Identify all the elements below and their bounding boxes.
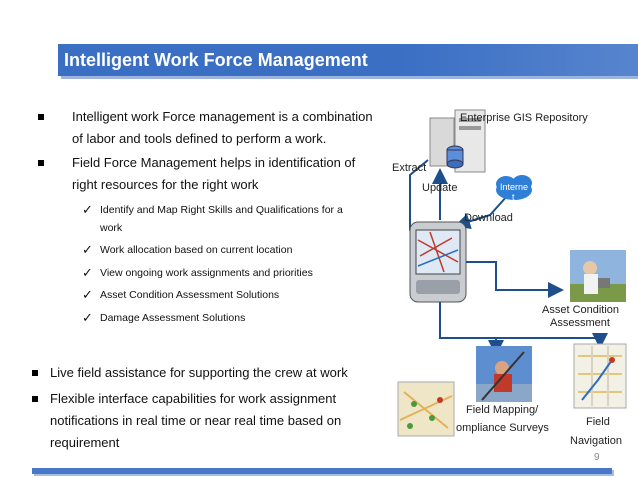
- sub-bullet-text: Identify and Map Right Skills and Qualif…: [100, 204, 343, 216]
- sub-bullet-text: Work allocation based on current locatio…: [100, 244, 293, 256]
- bullet-item: Intelligent work Force management is a c…: [38, 106, 398, 150]
- sub-bullet-item: ✓ Damage Assessment Solutions: [82, 308, 382, 328]
- repository-label: Enterprise GIS Repository: [460, 112, 588, 124]
- bullet-item: Field Force Management helps in identifi…: [38, 152, 398, 196]
- sub-bullet-item: ✓ Identify and Map Right Skills and Qual…: [82, 200, 382, 240]
- slide-title: Intelligent Work Force Management: [64, 50, 368, 70]
- bullet-marker: [32, 396, 38, 402]
- slide-title-bar: Intelligent Work Force Management: [58, 44, 638, 76]
- field-worker-photo: [476, 346, 532, 402]
- sub-bullet-item: ✓ View ongoing work assignments and prio…: [82, 263, 382, 283]
- bullet-item: Live field assistance for supporting the…: [32, 362, 372, 384]
- checkmark-icon: ✓: [82, 310, 93, 325]
- checkmark-icon: ✓: [82, 287, 93, 302]
- bullet-text: Intelligent work Force management is a c…: [72, 109, 373, 124]
- sub-bullet-text: View ongoing work assignments and priori…: [100, 267, 313, 279]
- asset-condition-label-cont: Assessment: [550, 317, 610, 329]
- bullet-text: of labor and tools defined to perform a …: [72, 131, 327, 146]
- navigation-map-thumbnail: [573, 343, 627, 409]
- sub-bullet-item: ✓ Asset Condition Assessment Solutions: [82, 285, 382, 305]
- extract-label: Extract: [392, 162, 427, 174]
- sub-bullet-text: work: [100, 222, 123, 234]
- sub-bullet-item: ✓ Work allocation based on current locat…: [82, 240, 382, 260]
- bullet-item: Flexible interface capabilities for work…: [32, 388, 372, 454]
- internet-label-cont: t: [512, 192, 515, 202]
- page-number: 9: [594, 452, 600, 463]
- bullet-marker: [38, 114, 44, 120]
- bullet-marker: [32, 370, 38, 376]
- title-bar-extension: [398, 44, 638, 76]
- bullet-text: Field Force Management helps in identifi…: [72, 155, 356, 170]
- server-icon: [429, 109, 486, 173]
- bullet-text: notifications in real time or near real …: [50, 413, 342, 428]
- bullet-text: Live field assistance for supporting the…: [50, 365, 348, 380]
- map-thumbnail: [397, 381, 455, 437]
- field-navigation-label-cont: Navigation: [570, 435, 622, 447]
- bullet-text: right resources for the right work: [72, 177, 259, 192]
- bullet-text: Flexible interface capabilities for work…: [50, 391, 337, 406]
- handheld-device-icon: [409, 221, 467, 303]
- asset-condition-label: Asset Condition: [542, 304, 620, 316]
- bullet-text: requirement: [50, 435, 120, 450]
- bullet-marker: [38, 160, 44, 166]
- sub-bullet-text: Asset Condition Assessment Solutions: [100, 289, 280, 301]
- cloud-icon: [496, 175, 532, 200]
- internet-label: Interne: [500, 182, 529, 192]
- field-navigation-label: Field: [586, 416, 610, 428]
- checkmark-icon: ✓: [82, 202, 93, 217]
- footer-bar: [32, 468, 612, 474]
- sub-bullet-text: Damage Assessment Solutions: [100, 312, 246, 324]
- checkmark-icon: ✓: [82, 242, 93, 257]
- checkmark-icon: ✓: [82, 265, 93, 280]
- inspector-photo: [570, 250, 626, 302]
- update-label: Update: [422, 182, 458, 194]
- field-mapping-label: Field Mapping/: [466, 404, 539, 416]
- compliance-surveys-label: ompliance Surveys: [456, 422, 549, 434]
- download-label: Download: [464, 212, 513, 224]
